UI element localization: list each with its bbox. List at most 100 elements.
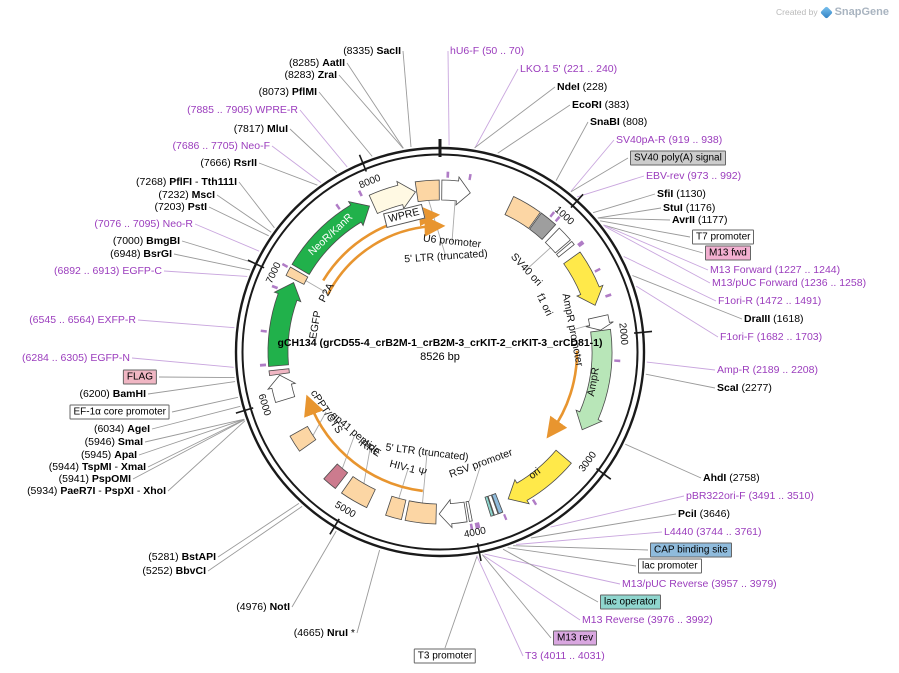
feature-t7-promoter[interactable] [555,240,575,258]
feature-cap-binding-site[interactable] [491,492,504,515]
feature-rsv-promoter[interactable] [438,498,468,529]
label-scai[interactable]: ScaI (2277) [717,382,772,394]
label-neo-r-primer[interactable]: (7076 .. 7095) Neo-R [94,218,193,230]
label-stui[interactable]: StuI (1176) [663,202,715,214]
label-egfp-c-primer[interactable]: (6892 .. 6913) EGFP-C [54,265,162,277]
feature-sv40-ori[interactable] [544,227,571,254]
label-f1ori-r-primer[interactable]: F1ori-R (1472 .. 1491) [718,295,821,307]
label-draiii[interactable]: DraIII (1618) [744,313,804,325]
label-pspomi[interactable]: (5941) PspOMI [59,473,131,485]
label-pflmi[interactable]: (8073) PflMI [259,86,317,98]
label-avrii[interactable]: AvrII (1177) [672,214,727,226]
label-msci[interactable]: (7232) MscI [158,189,215,201]
feature-lac-operator[interactable] [484,495,495,517]
label-neo-f-primer[interactable]: (7686 .. 7705) Neo-F [173,140,270,152]
label-ef1a-core-promoter[interactable]: EF-1α core promoter [69,404,170,420]
label-sv40pa-r-primer[interactable]: SV40pA-R (919 .. 938) [616,134,722,146]
primer-mark-2[interactable] [549,211,556,218]
label-agei[interactable]: (6034) AgeI [94,423,150,435]
label-lac-operator[interactable]: lac operator [600,594,661,610]
feature-sv40-region[interactable] [504,195,541,230]
label-tspmi-xmai[interactable]: (5944) TspMI - XmaI [49,461,146,473]
feature-label-neor-kanr[interactable]: NeoR/KanR [306,211,356,259]
label-noti[interactable]: (4976) NotI [236,601,290,613]
label-t3-promoter[interactable]: T3 promoter [413,648,477,664]
feature-label-ori[interactable]: ori [526,465,543,482]
label-cap-binding-site[interactable]: CAP binding site [650,542,732,558]
feature-5-ltr-truncated-bottom[interactable] [404,500,437,525]
feature-label-ampr[interactable]: AmpR [585,366,602,398]
label-wpre-r-primer[interactable]: (7885 .. 7905) WPRE-R [187,104,298,116]
feature-gp41-peptide[interactable] [323,463,349,490]
primer-mark-15[interactable] [260,329,267,333]
label-m13-puc-forward-primer[interactable]: M13/pUC Forward (1236 .. 1258) [712,277,866,289]
feature-egfp[interactable] [267,282,302,367]
feature-label-egfp[interactable]: EGFP [307,309,324,341]
label-lko1-5-primer[interactable]: LKO.1 5' (221 .. 240) [520,63,617,75]
feature-flag-tag[interactable] [268,368,290,377]
primer-mark-6[interactable] [594,267,601,273]
feature-label-5-ltr-truncated-top[interactable]: 5' LTR (truncated) [403,247,489,266]
label-pbr322ori-f-primer[interactable]: pBR322ori-F (3491 .. 3510) [686,490,814,502]
feature-p2a[interactable] [285,266,309,285]
label-bstapi[interactable]: (5281) BstAPI [148,551,216,563]
feature-sv40-polya-signal[interactable] [529,212,557,240]
primer-mark-17[interactable] [281,262,289,268]
primer-mark-9[interactable] [531,499,538,506]
feature-hiv-1-psi[interactable] [385,495,407,521]
orf-arc-1[interactable] [326,215,446,295]
label-t7-promoter[interactable]: T7 promoter [692,229,755,245]
primer-mark-19[interactable] [357,190,363,197]
feature-wpre[interactable] [368,180,417,215]
label-hu6-f-primer[interactable]: hU6-F (50 .. 70) [450,45,524,57]
orf-arc-3[interactable] [304,394,423,493]
label-zrai[interactable]: (8283) ZraI [284,69,337,81]
feature-neor-kanr[interactable] [291,201,371,276]
primer-mark-14[interactable] [259,363,267,367]
label-aatii[interactable]: (8285) AatII [289,57,345,69]
feature-5-ltr-truncated-top[interactable] [414,179,440,203]
primer-mark-5[interactable] [577,241,585,248]
feature-label-hiv-1-psi[interactable]: HIV-1 Ψ [388,457,429,480]
primer-mark-8[interactable] [614,359,621,363]
label-snabi[interactable]: SnaBI (808) [590,116,647,128]
label-sv40-polya-signal[interactable]: SV40 poly(A) signal [630,150,726,166]
label-sfii[interactable]: SfiI (1130) [657,188,706,200]
primer-mark-7[interactable] [605,293,612,298]
label-m13-forward-primer[interactable]: M13 Forward (1227 .. 1244) [710,264,840,276]
label-bbvci[interactable]: (5252) BbvCI [142,565,206,577]
label-ndei[interactable]: NdeI (228) [557,81,607,93]
label-l4440-primer[interactable]: L4440 (3744 .. 3761) [664,526,762,538]
primer-mark-13[interactable] [469,523,474,530]
feature-t3-promoter[interactable] [465,500,473,522]
label-ahdi[interactable]: AhdI (2758) [703,472,760,484]
feature-label-sv40-ori[interactable]: SV40 ori [508,250,545,289]
primer-mark-12[interactable] [474,522,478,529]
label-flag[interactable]: FLAG [122,369,157,385]
primer-mark-1[interactable] [468,173,472,181]
label-bsrgi[interactable]: (6948) BsrGI [110,248,172,260]
label-mlui[interactable]: (7817) MluI [234,123,288,135]
label-smai[interactable]: (5946) SmaI [85,436,143,448]
label-apai[interactable]: (5945) ApaI [81,449,137,461]
label-t3-primer[interactable]: T3 (4011 .. 4031) [525,650,605,662]
label-m13-puc-reverse-primer[interactable]: M13/pUC Reverse (3957 .. 3979) [622,578,777,590]
label-f1ori-f-primer[interactable]: F1ori-F (1682 .. 1703) [720,331,822,343]
orf-arc-2[interactable] [546,350,579,439]
label-ecori[interactable]: EcoRI (383) [572,99,629,111]
label-nrui[interactable]: (4665) NruI * [294,627,355,639]
label-pcii[interactable]: PciI (3646) [678,508,730,520]
primer-mark-10[interactable] [503,513,508,521]
primer-mark-0[interactable] [446,171,450,178]
feature-ampr[interactable] [575,328,613,431]
primer-mark-16[interactable] [271,284,279,290]
feature-rre[interactable] [340,476,376,509]
label-lac-promoter[interactable]: lac promoter [638,558,702,574]
label-bamhi[interactable]: (6200) BamHI [79,388,146,400]
feature-u6-promoter[interactable] [441,175,471,206]
label-m13-reverse-primer[interactable]: M13 Reverse (3976 .. 3992) [582,614,713,626]
feature-cppt-cts[interactable] [289,425,317,452]
label-pflfi-tth111i[interactable]: (7268) PflFI - Tth111I [136,176,237,188]
feature-f1-ori[interactable] [563,251,604,306]
label-sacii[interactable]: (8335) SacII [343,45,401,57]
